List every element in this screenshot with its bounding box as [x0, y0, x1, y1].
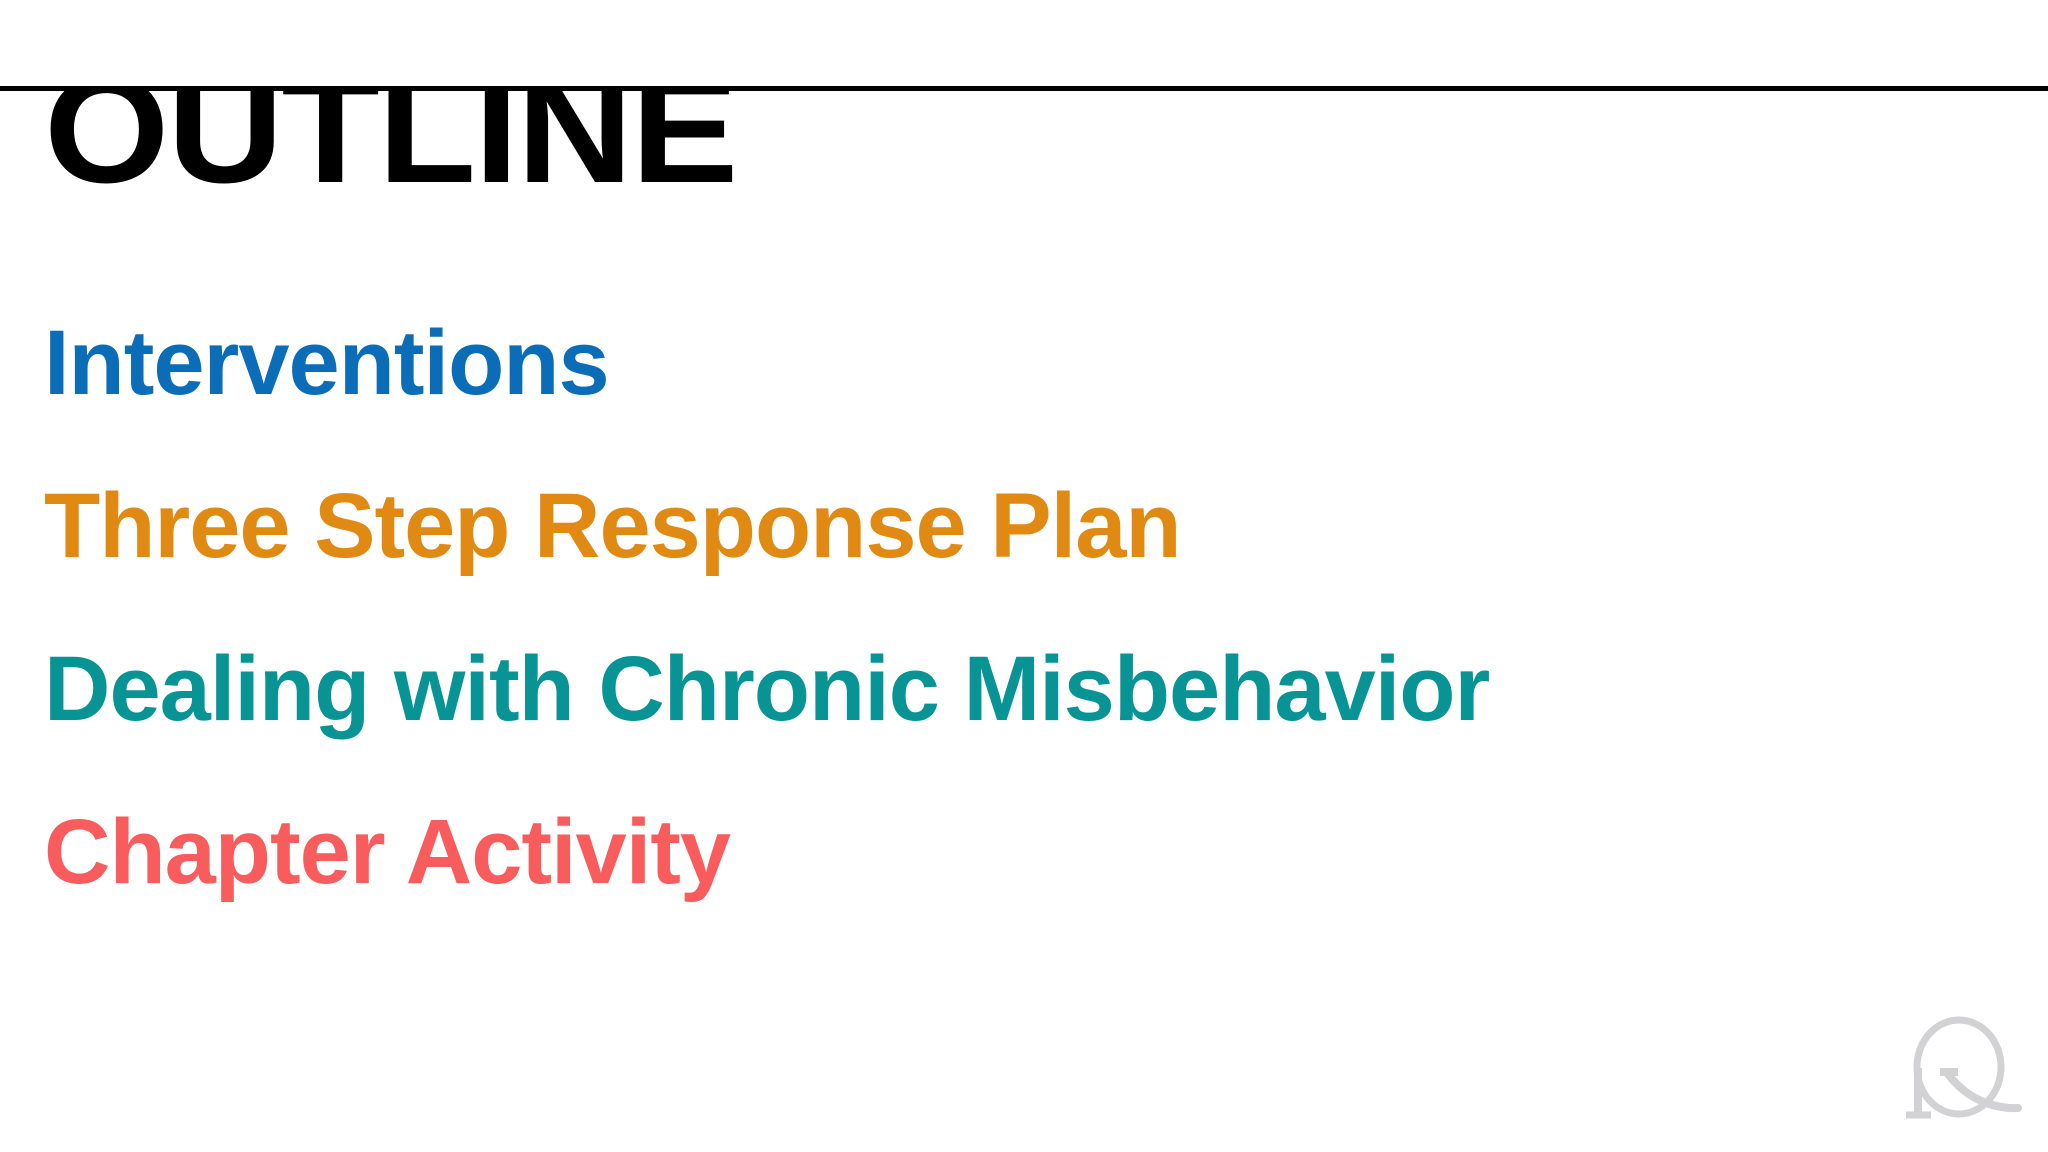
outline-item-interventions: Interventions [44, 312, 610, 414]
outline-list: Interventions Three Step Response Plan D… [44, 282, 2004, 934]
page-title-clip: OUTLINE [0, 91, 2048, 226]
page-title: OUTLINE [44, 91, 738, 215]
outline-item-dealing-with-chronic-misbehavior: Dealing with Chronic Misbehavior [44, 638, 1490, 740]
r-monogram-logo [1896, 1012, 2036, 1142]
header-divider [0, 86, 2048, 91]
outline-item-three-step-response-plan: Three Step Response Plan [44, 475, 1182, 577]
outline-item-chapter-activity: Chapter Activity [44, 801, 731, 903]
